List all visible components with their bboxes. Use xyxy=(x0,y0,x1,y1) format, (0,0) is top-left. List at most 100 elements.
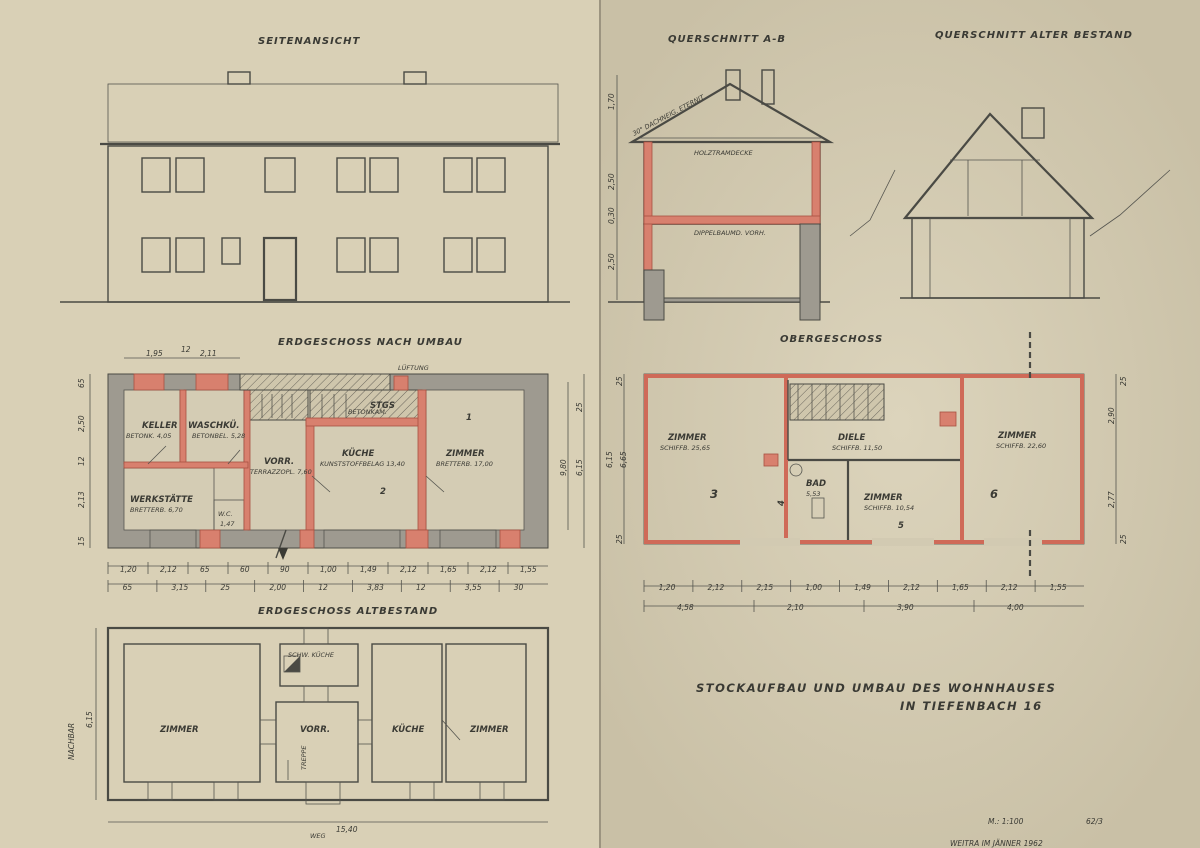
old-room-schwarzkueche: SCHW. KÜCHE xyxy=(288,650,335,659)
up-room-diele-sub: SCHIFFB. 11,50 xyxy=(832,444,882,452)
gn-dim-bottom-1-8: 2,12 xyxy=(400,565,417,574)
up-room-zimmer-3-sub: SCHIFFB. 10,54 xyxy=(864,504,914,512)
gn-dim-bottom-1-7: 1,49 xyxy=(360,565,377,574)
gn-dim-bottom-1-10: 2,12 xyxy=(480,565,497,574)
up-dim-bottom-1-5: 1,49 xyxy=(854,583,871,592)
room-wc: W.C. xyxy=(218,510,233,518)
up-room-number-3: 3 xyxy=(710,487,720,501)
up-dim-bottom-1-4: 1,00 xyxy=(805,583,822,592)
up-dim-left-4: 25 xyxy=(615,534,624,544)
up-dim-bottom-2-3: 3,90 xyxy=(897,603,914,612)
gn-dim-bottom-2-7: 12 xyxy=(416,583,426,592)
gn-dim-right-3: 25 xyxy=(575,402,584,412)
title-place-date: WEITRA IM JÄNNER 1962 xyxy=(950,839,1043,848)
gn-dim-bottom-1-2: 2,12 xyxy=(160,565,177,574)
gn-dim-top-1: 1,95 xyxy=(146,349,163,358)
room-wc-sub: 1,47 xyxy=(220,520,235,528)
room-zimmer-1: ZIMMER xyxy=(445,449,485,459)
gn-dim-bottom-2-4: 2,00 xyxy=(269,583,286,592)
old-room-vorraum: VORR. xyxy=(300,725,330,735)
gn-dim-bottom-2-2: 3,15 xyxy=(172,583,189,592)
up-dim-bottom-1-6: 2,12 xyxy=(903,583,920,592)
old-room-zimmer-1: ZIMMER xyxy=(159,725,199,735)
gn-dim-bottom-2-9: 30 xyxy=(514,583,524,592)
title-ref: 62/3 xyxy=(1086,817,1103,826)
sec-dim-2: 2,50 xyxy=(607,173,616,190)
gn-dim-top-2: 12 xyxy=(181,345,191,354)
gn-dim-bottom-2-1: 65 xyxy=(123,583,133,592)
up-dim-bottom-2-2: 2,10 xyxy=(787,603,804,612)
up-dim-bottom-1-2: 2,12 xyxy=(708,583,725,592)
room-number-2: 2 xyxy=(380,487,386,497)
room-kueche-sub: KUNSTSTOFFBELAG 13,40 xyxy=(320,460,405,468)
gn-dim-bottom-1-6: 1,00 xyxy=(320,565,337,574)
old-room-kueche: KÜCHE xyxy=(392,724,425,735)
up-room-bad-sub: 5,53 xyxy=(806,490,820,498)
ground-floor-old-plan: ZIMMER SCHW. KÜCHE VORR. KÜCHE ZIMMER TR… xyxy=(67,626,550,840)
up-room-zimmer-1: ZIMMER xyxy=(667,433,707,443)
gn-dim-bottom-1-5: 90 xyxy=(280,565,290,574)
upper-bottom-dims-2: 4,58 2,10 3,90 4,00 xyxy=(643,600,1024,612)
title-block: STOCKAUFBAU UND UMBAU DES WOHNHAUSES IN … xyxy=(696,681,1103,848)
old-neighbour-label: NACHBAR xyxy=(67,723,76,760)
side-elevation-title: SEITENANSICHT xyxy=(258,36,361,47)
gn-dim-left-5: 15 xyxy=(77,536,86,546)
gn-dim-bottom-1-9: 1,65 xyxy=(440,565,457,574)
up-dim-right-1: 25 xyxy=(1119,376,1128,386)
up-dim-bottom-1-8: 2,12 xyxy=(1001,583,1018,592)
up-dim-left-1: 25 xyxy=(615,376,624,386)
ground-old-title: ERDGESCHOSS ALTBESTAND xyxy=(258,606,438,617)
room-waschkueche-sub: BETONBEL. 5,28 xyxy=(192,432,245,440)
up-room-zimmer-2-sub: SCHIFFB. 22,60 xyxy=(996,442,1046,450)
side-elevation xyxy=(60,71,570,303)
gn-dim-bottom-1-4: 60 xyxy=(240,565,250,574)
old-stair-label: TREPPE xyxy=(300,745,308,770)
beton-label: BETONKAM. xyxy=(348,408,387,416)
room-zimmer-1-sub: BRETTERB. 17,00 xyxy=(436,460,493,468)
ceiling-upper-label: HOLZTRAMDECKE xyxy=(694,149,754,157)
old-depth-dim: 6,15 xyxy=(85,711,94,728)
sec-dim-1: 1,70 xyxy=(607,93,616,110)
up-dim-bottom-1-3: 2,15 xyxy=(756,583,773,592)
gn-dim-top-3: 2,11 xyxy=(200,349,217,358)
gn-dim-left-4: 2,13 xyxy=(77,491,86,508)
gn-dim-bottom-1-1: 1,20 xyxy=(120,565,137,574)
up-dim-bottom-2-4: 4,00 xyxy=(1007,603,1024,612)
sec-dim-3: 0,30 xyxy=(607,207,616,224)
room-werkstaette: WERKSTÄTTE xyxy=(130,494,193,505)
up-room-zimmer-1-sub: SCHIFFB. 25,65 xyxy=(660,444,710,452)
gn-dim-left-2: 2,50 xyxy=(77,415,86,432)
up-dim-bottom-2-1: 4,58 xyxy=(677,603,694,612)
old-room-zimmer-2: ZIMMER xyxy=(469,725,509,735)
room-vorraum-sub: TERRAZZOPL. 7,60 xyxy=(250,468,312,476)
gn-dim-bottom-2-5: 12 xyxy=(318,583,328,592)
ceiling-lower-label: DIPPELBAUMD. VORH. xyxy=(694,229,766,237)
up-room-zimmer-3: ZIMMER xyxy=(863,493,903,503)
ground-new-title: ERDGESCHOSS NACH UMBAU xyxy=(278,337,463,348)
gn-dim-left-3: 12 xyxy=(77,456,86,466)
gn-dim-bottom-1-3: 65 xyxy=(200,565,210,574)
vent-label: LÜFTUNG xyxy=(398,363,429,372)
title-scale: M.: 1:100 xyxy=(988,817,1024,826)
up-room-number-5: 5 xyxy=(898,521,904,531)
up-room-zimmer-2: ZIMMER xyxy=(997,431,1037,441)
upper-floor-plan: ZIMMER SCHIFFB. 25,65 DIELE SCHIFFB. 11,… xyxy=(605,332,1128,607)
section-ab-title: QUERSCHNITT A-B xyxy=(668,34,786,45)
up-dim-right-2: 2,90 xyxy=(1107,407,1116,424)
section-old-title: QUERSCHNITT ALTER BESTAND xyxy=(935,30,1133,41)
gn-dim-right-2: 6,15 xyxy=(575,459,584,476)
gn-dim-bottom-2-6: 3,83 xyxy=(367,583,384,592)
gn-dim-right-1: 9,80 xyxy=(559,459,568,476)
gn-dim-bottom-1-11: 1,55 xyxy=(520,565,537,574)
up-room-number-6: 6 xyxy=(990,487,1000,501)
old-road-label: WEG xyxy=(310,832,326,840)
room-vorraum: VORR. xyxy=(264,457,294,467)
up-dim-right-4: 25 xyxy=(1119,534,1128,544)
up-dim-bottom-1-7: 1,65 xyxy=(952,583,969,592)
section-a-b: 30° DACHNEIG. ETERNIT HOLZTRAMDECKE DIPP… xyxy=(607,69,835,321)
up-dim-left-2: 6,15 xyxy=(605,451,614,468)
up-room-number-4: 4 xyxy=(777,500,787,507)
